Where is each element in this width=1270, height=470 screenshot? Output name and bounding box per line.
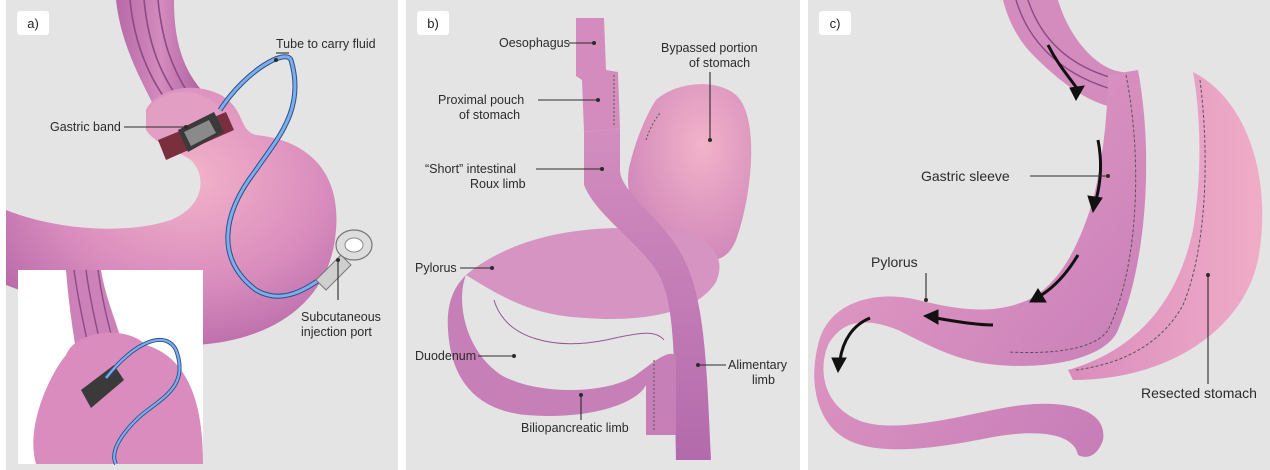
label-pouch-line2: of stomach	[459, 108, 520, 122]
label-gastric-band: Gastric band	[50, 120, 121, 134]
panel-b-tag: b)	[417, 11, 449, 35]
panel-b: Oesophagus Bypassed portion of stomach P…	[406, 0, 800, 470]
oesophagus-shape	[576, 18, 620, 132]
gastric-band-illustration: Tube to carry fluid Gastric band Subcuta…	[6, 0, 398, 470]
label-biliopancreatic: Biliopancreatic limb	[521, 421, 629, 435]
label-bypassed-line2: of stomach	[689, 56, 750, 70]
label-tube: Tube to carry fluid	[276, 37, 376, 51]
panel-c: Gastric sleeve Pylorus Resected stomach …	[808, 0, 1270, 470]
gastric-sleeve-illustration: Gastric sleeve Pylorus Resected stomach	[808, 0, 1270, 470]
label-roux-line1: “Short” intestinal	[425, 162, 516, 176]
label-port-line1: Subcutaneous	[301, 310, 381, 324]
label-alimentary-line1: Alimentary	[728, 358, 788, 372]
panel-a-tag: a)	[17, 11, 49, 35]
label-duodenum: Duodenum	[415, 349, 476, 363]
label-bypassed-line1: Bypassed portion	[661, 41, 758, 55]
label-gastric-sleeve: Gastric sleeve	[921, 168, 1010, 184]
gastric-bypass-illustration: Oesophagus Bypassed portion of stomach P…	[406, 0, 800, 470]
label-oesophagus: Oesophagus	[499, 36, 570, 50]
label-pouch-line1: Proximal pouch	[438, 93, 524, 107]
label-resected-stomach: Resected stomach	[1141, 385, 1257, 401]
label-pylorus: Pylorus	[415, 261, 457, 275]
sleeve-shape	[814, 70, 1146, 457]
panel-c-tag: c)	[819, 11, 851, 35]
label-pylorus-c: Pylorus	[871, 254, 918, 270]
label-port-line2: injection port	[301, 325, 372, 339]
label-roux-line2: Roux limb	[470, 177, 526, 191]
panel-a: Tube to carry fluid Gastric band Subcuta…	[6, 0, 398, 470]
label-alimentary-line2: limb	[752, 373, 775, 387]
